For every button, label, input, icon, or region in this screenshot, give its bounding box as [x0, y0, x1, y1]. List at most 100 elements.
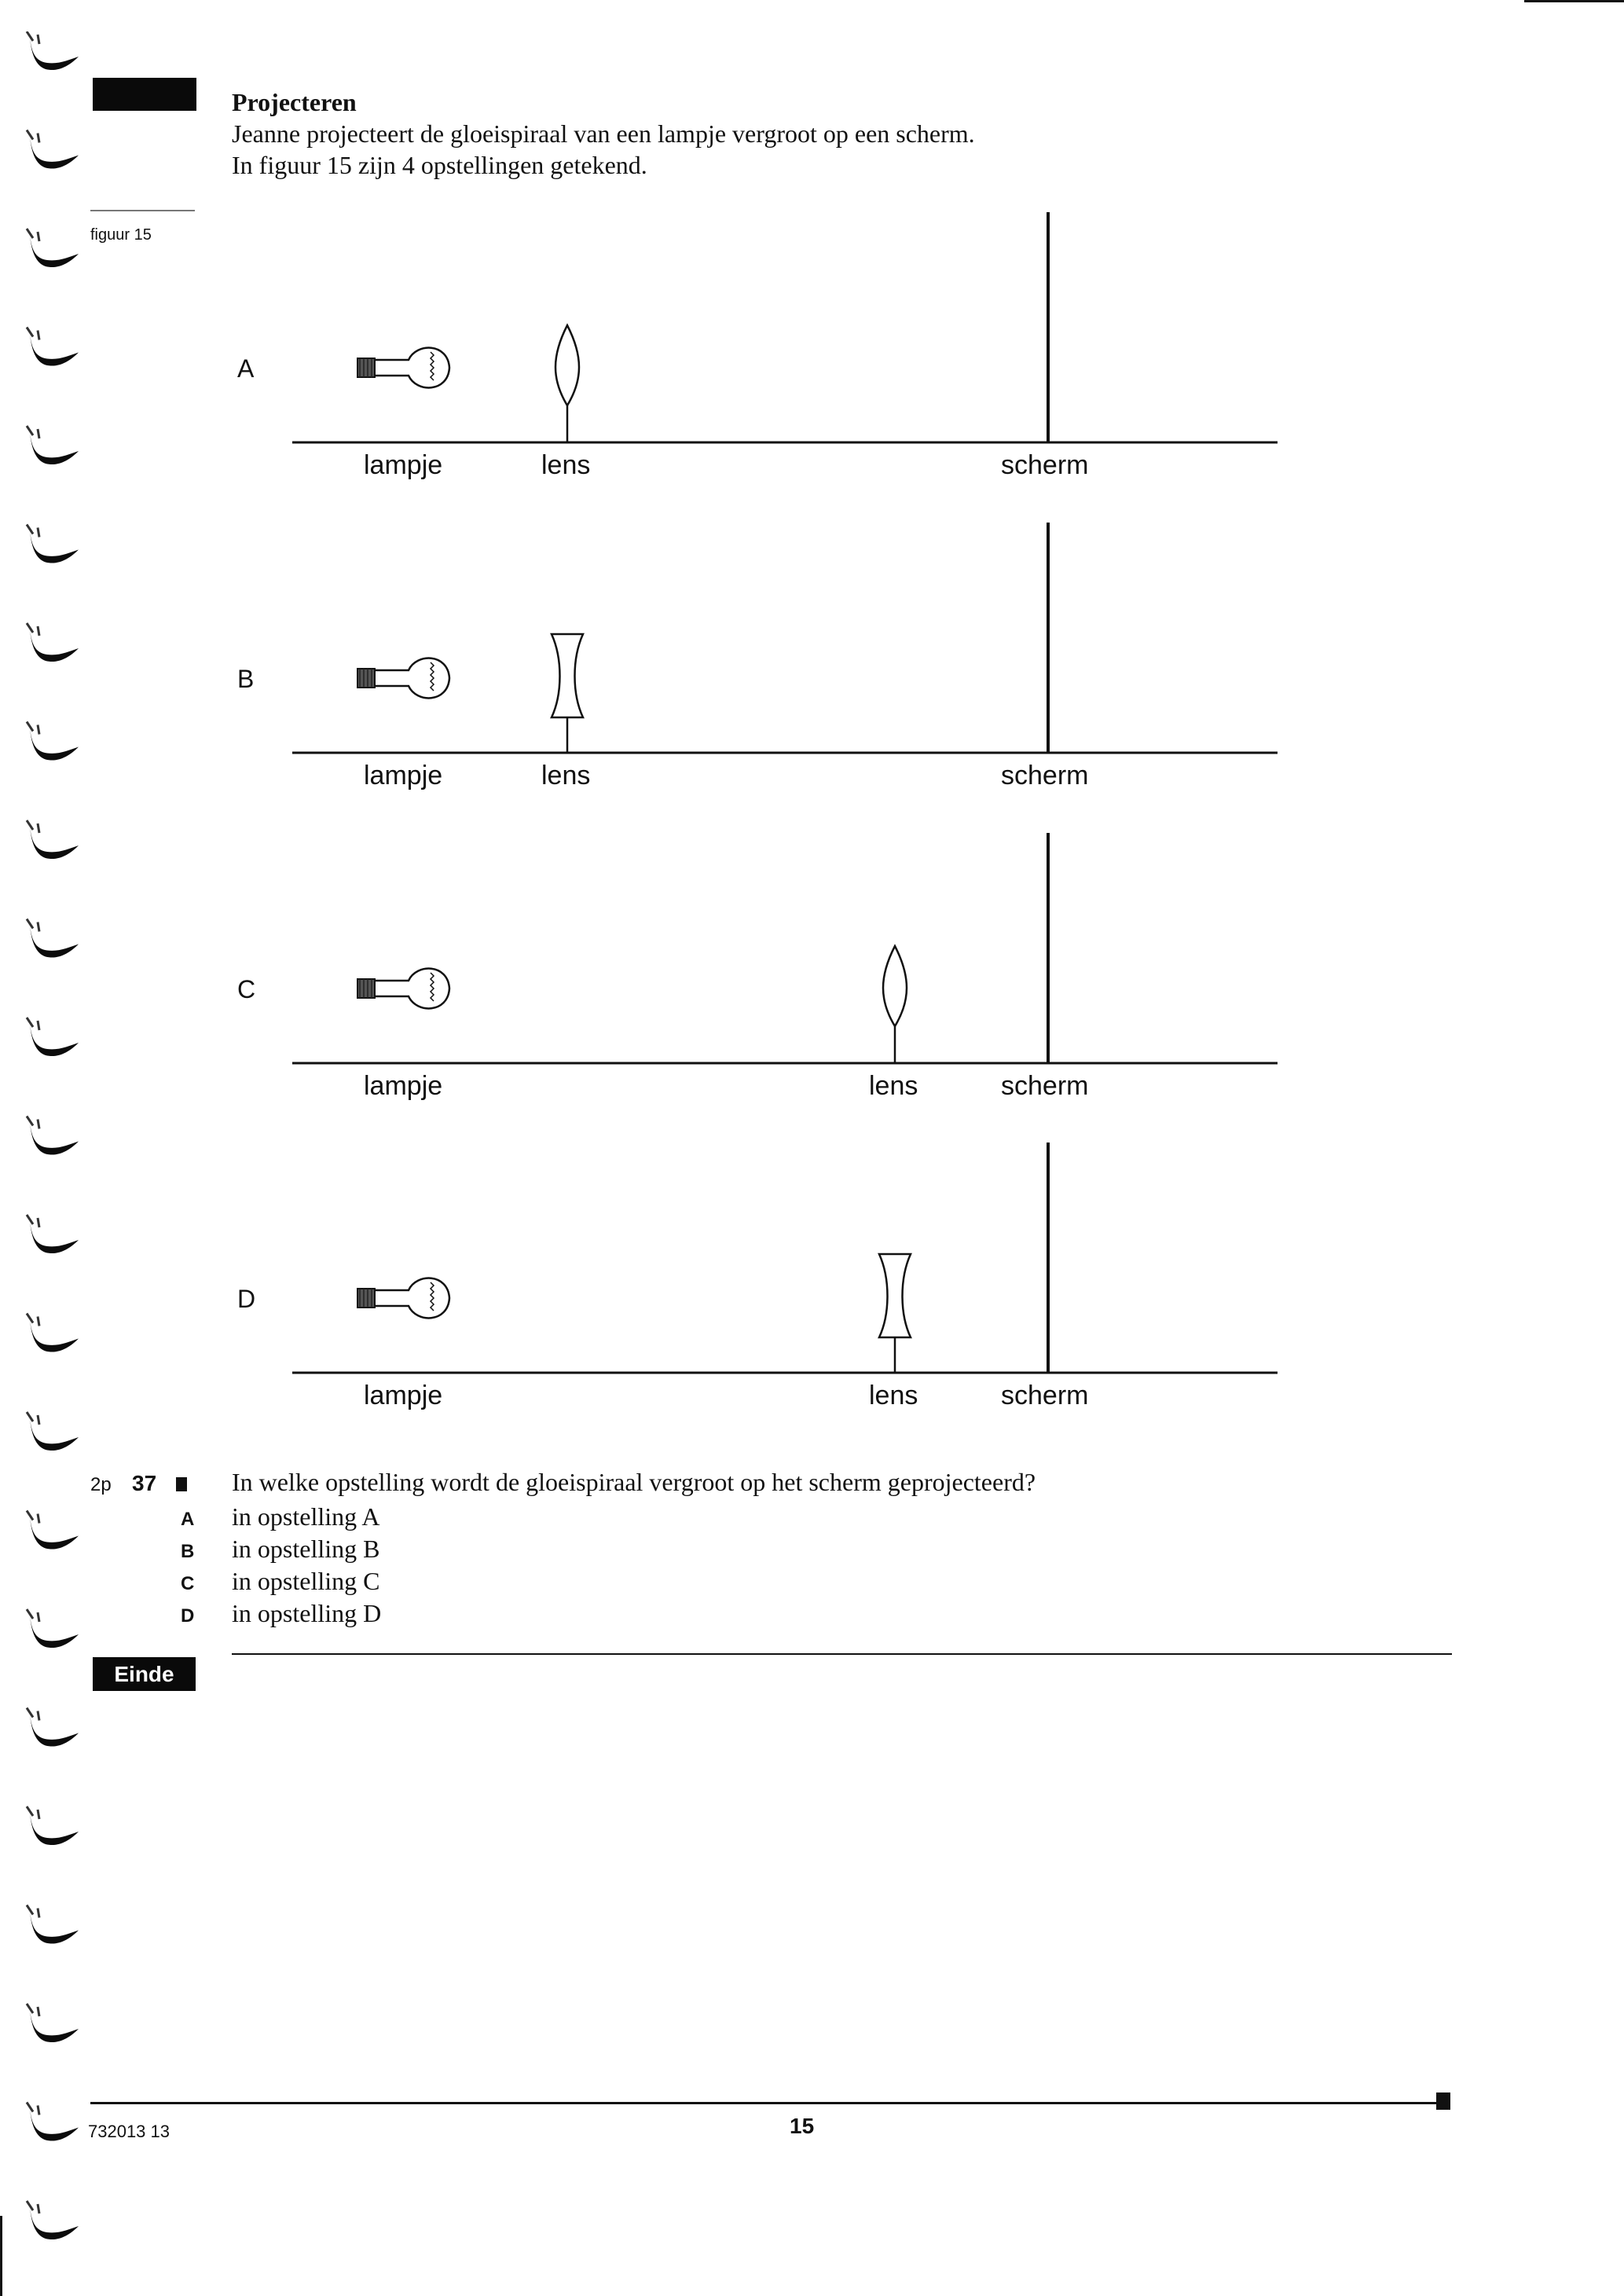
binder-mark — [30, 1024, 79, 1057]
option-c[interactable]: in opstelling C — [232, 1567, 380, 1595]
setup-letter: C — [237, 975, 256, 1003]
lamp-filament — [429, 972, 435, 1002]
section-title: Projecteren — [232, 88, 357, 116]
binder-mark — [30, 1122, 79, 1155]
screen-label: scherm — [1001, 450, 1089, 480]
concave-lens — [550, 633, 585, 719]
binder-mark-tick — [25, 918, 41, 932]
lamp-label: lampje — [364, 1071, 443, 1101]
binder-mark-tick — [25, 820, 41, 834]
binder-mark-tick — [25, 1707, 41, 1721]
binder-mark-tick — [25, 2101, 41, 2115]
option-d[interactable]: in opstelling D — [232, 1599, 382, 1627]
footer-rule — [90, 2102, 1450, 2104]
binder-mark-tick — [25, 2200, 41, 2214]
lamp-filament — [429, 662, 435, 691]
lamp-socket — [357, 358, 376, 378]
screen-label: scherm — [1001, 761, 1089, 790]
option-a[interactable]: in opstelling A — [232, 1502, 380, 1531]
figure-divider — [90, 210, 195, 211]
setup-diagram — [292, 833, 1278, 1065]
lamp-socket — [357, 978, 376, 999]
lamp-bulb — [375, 347, 451, 389]
convex-lens — [554, 323, 581, 408]
binder-mark-tick — [25, 1214, 41, 1228]
binder-mark — [30, 432, 79, 465]
binder-mark-tick — [25, 2003, 41, 2017]
section-marker — [93, 78, 196, 111]
binder-mark — [30, 1418, 79, 1451]
footer-code: 732013 13 — [88, 2122, 170, 2141]
lamp-socket — [357, 1288, 376, 1308]
question-bullet — [176, 1477, 187, 1491]
binder-mark — [30, 1813, 79, 1846]
binder-mark-tick — [25, 1806, 41, 1820]
option-b[interactable]: in opstelling B — [232, 1535, 380, 1563]
binder-mark-tick — [25, 1115, 41, 1129]
binder-mark — [30, 136, 79, 169]
option-letter-b: B — [181, 1541, 195, 1562]
setup-letter: B — [237, 665, 255, 693]
binder-mark-tick — [25, 228, 41, 242]
binder-mark-tick — [25, 1608, 41, 1623]
binder-mark-tick — [25, 1904, 41, 1918]
binder-mark-tick — [25, 1312, 41, 1326]
binder-mark — [30, 1517, 79, 1550]
lamp-bulb — [375, 967, 451, 1010]
binder-mark-tick — [25, 129, 41, 143]
binder-mark — [30, 2010, 79, 2043]
screen-label: scherm — [1001, 1381, 1089, 1410]
concave-lens — [878, 1253, 912, 1339]
binder-mark-tick — [25, 721, 41, 735]
end-divider — [232, 1653, 1452, 1655]
binder-mark — [30, 1911, 79, 1944]
binder-mark-tick — [25, 425, 41, 439]
binder-mark — [30, 827, 79, 860]
binder-mark — [30, 629, 79, 662]
intro-line-1: Jeanne projecteert de gloeispiraal van e… — [232, 119, 975, 148]
setup-diagram — [292, 212, 1278, 444]
binder-mark — [30, 1221, 79, 1254]
lamp-bulb — [375, 1277, 451, 1319]
lens-label: lens — [541, 761, 591, 790]
lamp-filament — [429, 1282, 435, 1311]
corner-line — [1524, 0, 1624, 2]
binder-mark-tick — [25, 1411, 41, 1425]
binder-mark-tick — [25, 326, 41, 340]
lamp-socket — [357, 668, 376, 688]
binder-mark-tick — [25, 1509, 41, 1524]
option-letter-d: D — [181, 1605, 195, 1627]
convex-lens — [882, 944, 908, 1029]
margin-line — [0, 2216, 2, 2296]
option-letter-a: A — [181, 1509, 195, 1530]
question-text: In welke opstelling wordt de gloeispiraa… — [232, 1468, 1036, 1496]
lens-label: lens — [541, 450, 591, 480]
question-points: 2p — [90, 1474, 112, 1495]
setup-diagram — [292, 523, 1278, 754]
binder-mark — [30, 530, 79, 563]
binder-mark — [30, 1714, 79, 1747]
binder-marks — [25, 31, 79, 2240]
binder-mark — [30, 235, 79, 268]
binder-mark — [30, 38, 79, 71]
screen-label: scherm — [1001, 1071, 1089, 1101]
intro-line-2: In figuur 15 zijn 4 opstellingen geteken… — [232, 151, 647, 179]
binder-mark — [30, 728, 79, 761]
end-label: Einde — [93, 1657, 196, 1691]
setup-letter: D — [237, 1285, 256, 1313]
lamp-filament — [429, 351, 435, 381]
lens-label: lens — [869, 1071, 918, 1101]
binder-mark — [30, 2207, 79, 2240]
binder-mark-tick — [25, 622, 41, 636]
page-number: 15 — [790, 2114, 815, 2138]
binder-mark — [30, 333, 79, 366]
setup-diagram — [292, 1142, 1278, 1374]
question-number: 37 — [132, 1471, 157, 1495]
lamp-label: lampje — [364, 761, 443, 790]
binder-mark-tick — [25, 31, 41, 45]
binder-mark — [30, 1319, 79, 1352]
